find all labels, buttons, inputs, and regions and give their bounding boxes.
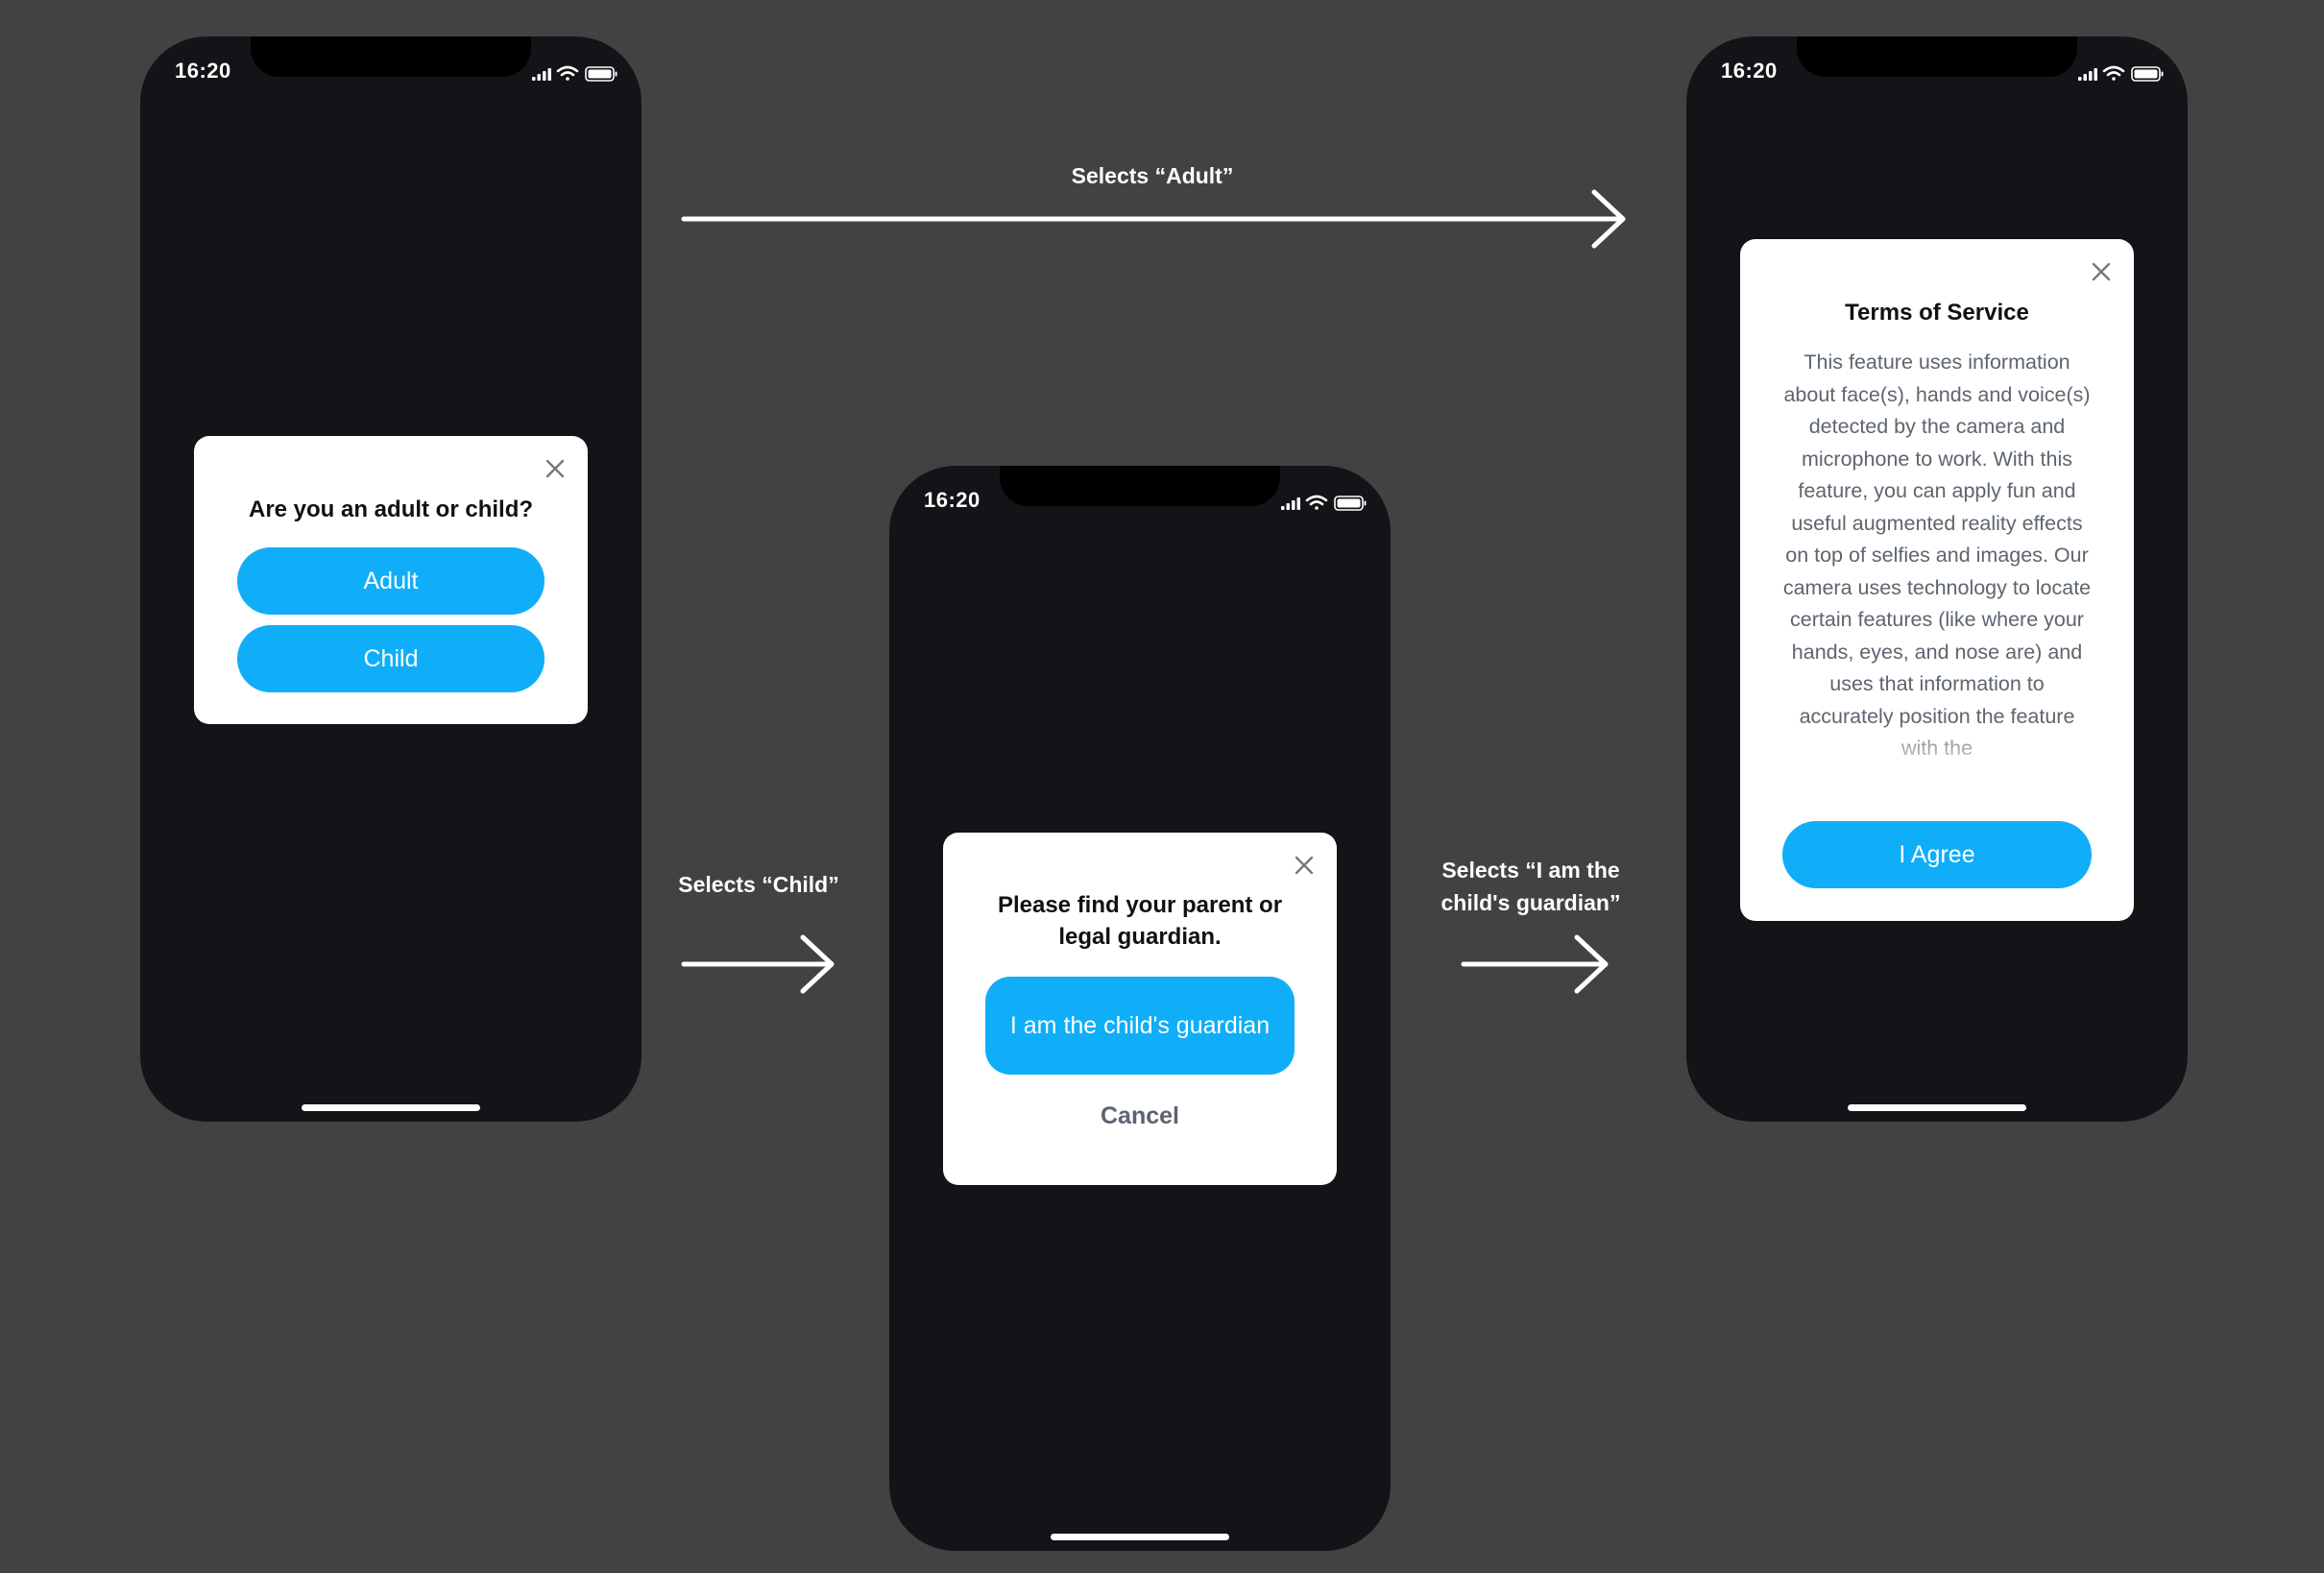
flow-label-adult: Selects “Adult” [1071, 163, 1234, 188]
wifi-icon [1305, 495, 1328, 510]
phone-notch [251, 36, 531, 77]
status-icons [2078, 65, 2164, 82]
battery-icon [585, 66, 617, 82]
cancel-button[interactable]: Cancel [1101, 1102, 1179, 1129]
arrow-to-terms [681, 189, 1626, 249]
age-question-title: Are you an adult or child? [248, 496, 534, 522]
flow-label-guardian-line1: Selects “I am the [1441, 858, 1620, 883]
home-indicator [302, 1104, 480, 1111]
status-time: 16:20 [175, 59, 231, 83]
arrow-to-terms-from-guardian [1461, 934, 1609, 994]
status-time: 16:20 [924, 488, 980, 512]
age-question-dialog: Are you an adult or child? Adult Child [194, 436, 588, 724]
guardian-confirm-button[interactable]: I am the child's guardian [985, 977, 1295, 1075]
signal-icon [1281, 497, 1300, 510]
guardian-dialog: Please find your parent or legal guardia… [943, 833, 1337, 1185]
battery-icon [2131, 66, 2164, 82]
close-icon[interactable] [2090, 260, 2113, 283]
flow-label-guardian-line2: child's guardian” [1440, 890, 1621, 915]
phone-age-question: 16:20 Are you an adult or child? Adult C… [140, 36, 642, 1122]
wifi-icon [2102, 65, 2125, 81]
child-button[interactable]: Child [237, 625, 545, 692]
terms-dialog: Terms of Service This feature uses infor… [1740, 239, 2134, 921]
status-time: 16:20 [1721, 59, 1778, 83]
phone-terms-of-service: 16:20 Terms of Service This feature uses… [1686, 36, 2188, 1122]
phone-guardian-prompt: 16:20 Please find your parent or legal g… [889, 466, 1391, 1551]
close-icon[interactable] [1293, 854, 1316, 877]
close-icon[interactable] [544, 457, 567, 480]
flow-label-child: Selects “Child” [678, 872, 839, 897]
home-indicator [1051, 1534, 1229, 1540]
agree-button[interactable]: I Agree [1782, 821, 2092, 888]
phone-notch [1797, 36, 2077, 77]
terms-body: This feature uses information about face… [1782, 351, 2092, 760]
adult-button[interactable]: Adult [237, 547, 545, 615]
signal-icon [532, 68, 551, 81]
arrow-to-guardian [681, 934, 835, 994]
guardian-message: Please find your parent or legal guardia… [997, 892, 1283, 950]
terms-title: Terms of Service [1845, 300, 2029, 326]
status-icons [1281, 495, 1367, 511]
battery-icon [1334, 496, 1367, 511]
flow-label-guardian: Selects “I am the child's guardian” [1387, 854, 1675, 919]
status-icons [532, 65, 617, 82]
wifi-icon [556, 65, 579, 81]
home-indicator [1848, 1104, 2026, 1111]
phone-notch [1000, 466, 1280, 506]
signal-icon [2078, 68, 2097, 81]
